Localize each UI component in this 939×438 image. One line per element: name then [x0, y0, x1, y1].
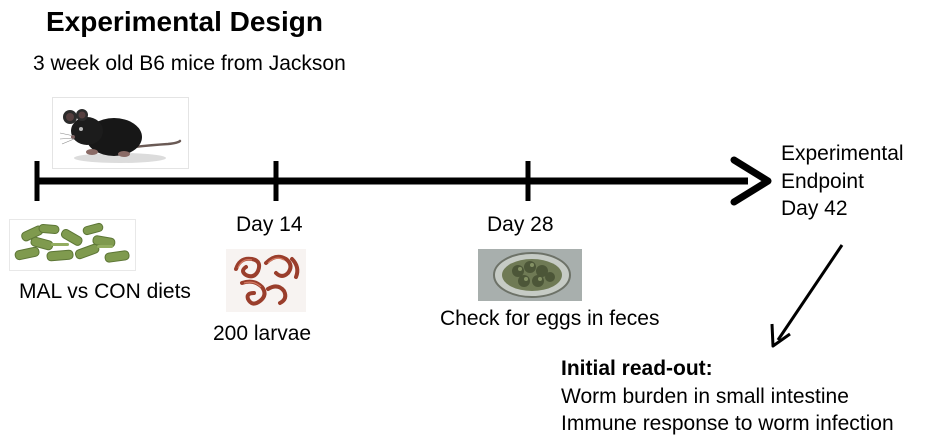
endpoint-line-1: Experimental	[781, 140, 904, 168]
egg-micrograph-image	[478, 249, 582, 301]
day14-label: Day 14	[236, 213, 303, 237]
readout-item: Worm burden in small intestine	[561, 383, 894, 411]
readout-block: Initial read-out: Worm burden in small i…	[561, 355, 894, 438]
endpoint-label: Experimental Endpoint Day 42	[781, 140, 904, 223]
larvae-label: 200 larvae	[213, 322, 311, 346]
readout-heading: Initial read-out:	[561, 355, 894, 383]
endpoint-line-3: Day 42	[781, 195, 904, 223]
larvae-image	[226, 249, 306, 312]
readout-item: Immune response to worm infection	[561, 410, 894, 438]
diet-pellets-image	[9, 219, 136, 271]
endpoint-line-2: Endpoint	[781, 168, 904, 196]
day28-label: Day 28	[487, 213, 554, 237]
readout-arrow-shaft	[778, 245, 842, 340]
diet-label: MAL vs CON diets	[19, 280, 191, 304]
eggs-label: Check for eggs in feces	[440, 307, 659, 331]
